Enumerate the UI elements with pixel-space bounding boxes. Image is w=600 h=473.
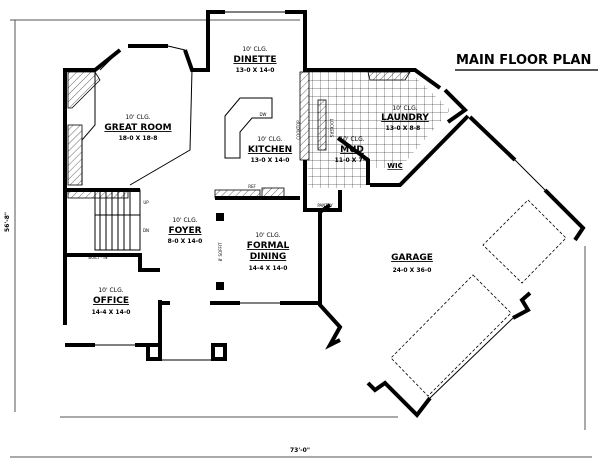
room-mud: 10' CLG. MUD 11-0 X 7-8	[335, 136, 370, 164]
room-office: 10' CLG. OFFICE 14-4 X 14-0	[92, 287, 131, 316]
stair-down-label: DN	[143, 228, 149, 233]
svg-text:10' CLG.: 10' CLG.	[339, 136, 364, 143]
svg-text:FOYER: FOYER	[168, 226, 201, 236]
svg-text:13-0 X 14-0: 13-0 X 14-0	[251, 157, 290, 164]
room-laundry: 10' CLG. LAUNDRY 13-0 X 8-8	[381, 105, 429, 132]
svg-text:GREAT ROOM: GREAT ROOM	[104, 123, 171, 133]
plan-title: MAIN FLOOR PLAN	[456, 53, 591, 68]
lockers-label: LOCKERS	[329, 119, 334, 138]
svg-text:10' CLG.: 10' CLG.	[172, 217, 197, 224]
room-formal-dining: 10' CLG. FORMAL DINING 14-4 X 14-0	[247, 232, 290, 272]
svg-text:10' CLG.: 10' CLG.	[392, 105, 417, 112]
svg-text:DINING: DINING	[250, 252, 287, 262]
soffit-label: 8' SOFFIT	[218, 242, 223, 261]
stair-up-label: UP	[143, 200, 149, 205]
depth-dimension: 56'-8"	[4, 212, 11, 232]
svg-text:13-0 X 8-8: 13-0 X 8-8	[386, 125, 421, 132]
room-kitchen: 10' CLG. KITCHEN 13-0 X 14-0	[248, 136, 292, 164]
built-in-label: BUILT - IN	[88, 255, 107, 260]
svg-text:OFFICE: OFFICE	[93, 296, 129, 306]
svg-text:24-0 X 36-0: 24-0 X 36-0	[393, 267, 432, 274]
pantry-label: PANTRY	[317, 203, 333, 208]
svg-text:10' CLG.: 10' CLG.	[125, 114, 150, 121]
svg-text:FORMAL: FORMAL	[247, 241, 290, 251]
svg-text:10' CLG.: 10' CLG.	[242, 46, 267, 53]
svg-text:18-0 X 18-8: 18-0 X 18-8	[119, 135, 158, 142]
room-foyer: 10' CLG. FOYER 8-0 X 14-0	[168, 217, 203, 245]
svg-text:13-0 X 14-0: 13-0 X 14-0	[236, 67, 275, 74]
svg-text:10' CLG.: 10' CLG.	[98, 287, 123, 294]
room-dinette: 10' CLG. DINETTE 13-0 X 14-0	[233, 46, 276, 74]
room-garage: GARAGE 24-0 X 36-0	[391, 253, 433, 274]
svg-text:MUD: MUD	[340, 145, 364, 155]
svg-text:11-0 X 7-8: 11-0 X 7-8	[335, 157, 370, 164]
svg-text:LAUNDRY: LAUNDRY	[381, 113, 429, 123]
room-great-room: 10' CLG. GREAT ROOM 18-0 X 18-8	[104, 114, 171, 142]
parking-space	[390, 274, 512, 397]
wic-label: WIC	[387, 162, 402, 170]
width-dimension: 73'-0"	[290, 447, 310, 454]
svg-text:DINETTE: DINETTE	[233, 55, 276, 65]
staircase	[94, 189, 141, 251]
svg-text:14-4 X 14-0: 14-4 X 14-0	[92, 309, 131, 316]
kitchen-island	[224, 97, 273, 159]
svg-text:8-0 X 14-0: 8-0 X 14-0	[168, 238, 203, 245]
dimension-lines	[10, 19, 592, 458]
dishwasher-label: DW	[259, 112, 266, 117]
svg-text:14-4 X 14-0: 14-4 X 14-0	[249, 265, 288, 272]
svg-text:10' CLG.: 10' CLG.	[257, 136, 282, 143]
walls	[63, 10, 586, 419]
svg-text:GARAGE: GARAGE	[391, 253, 433, 263]
svg-text:10' CLG.: 10' CLG.	[255, 232, 280, 239]
parking-space	[482, 199, 567, 284]
svg-text:KITCHEN: KITCHEN	[248, 145, 292, 155]
cooktop-label: COOKTOP	[296, 120, 301, 140]
window-lines	[81, 11, 546, 399]
refrigerator-label: REF	[248, 184, 256, 189]
